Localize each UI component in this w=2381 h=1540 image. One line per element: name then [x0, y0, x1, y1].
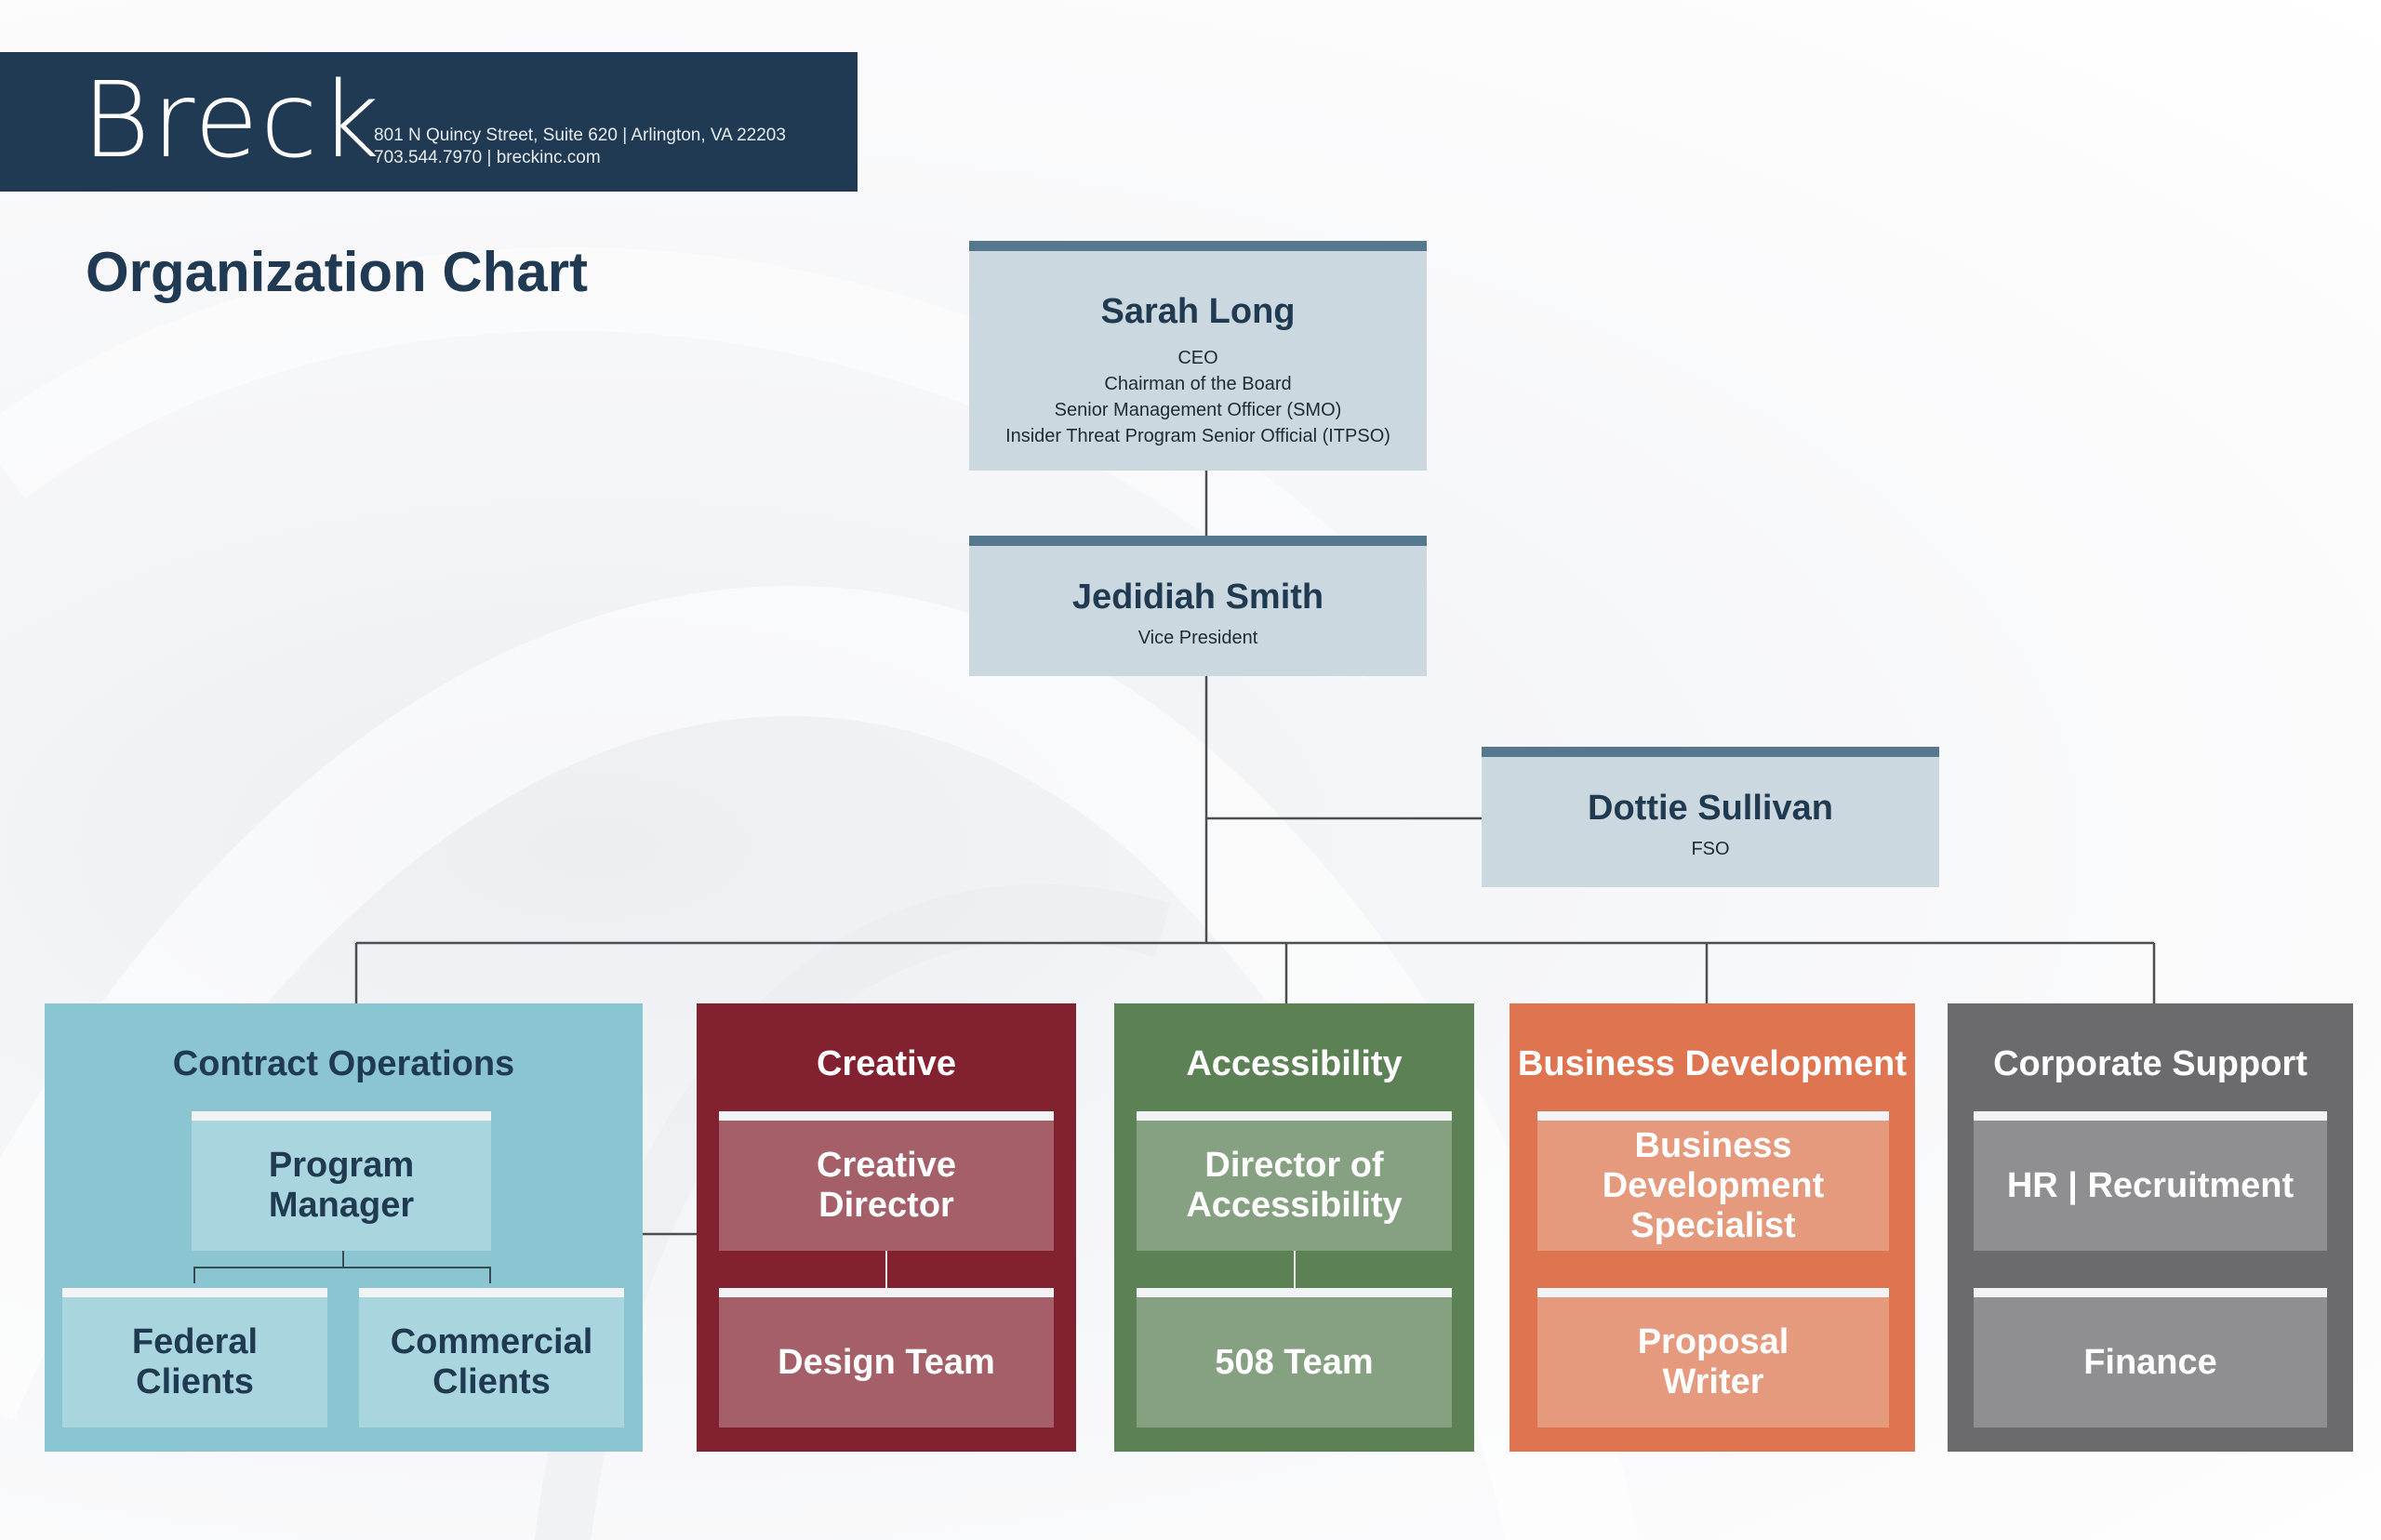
ceo-box: Sarah Long CEO Chairman of the Board Sen…: [969, 241, 1427, 471]
dept-corporate-support: Corporate Support HR | Recruitment Finan…: [1948, 1003, 2353, 1452]
phone-website-line: 703.544.7970 | breckinc.com: [374, 148, 601, 167]
address-line: 801 N Quincy Street, Suite 620 | Arlingt…: [374, 126, 786, 145]
card-text: Manager: [268, 1186, 415, 1225]
card-text: Program: [268, 1146, 415, 1185]
breck-logo: Breck: [82, 60, 382, 181]
commercial-clients-card: Commercial Clients: [359, 1288, 624, 1427]
card-text: 508 Team: [1215, 1342, 1374, 1382]
card-text: Finance: [2083, 1342, 2217, 1382]
connector: [193, 1267, 491, 1268]
hr-recruitment-card: HR | Recruitment: [1974, 1111, 2327, 1251]
dept-title: Accessibility: [1186, 1044, 1403, 1083]
connector: [193, 1267, 195, 1283]
card-text: Writer: [1662, 1362, 1764, 1401]
card-text: Specialist: [1630, 1205, 1796, 1245]
vp-role: Vice President: [1137, 628, 1258, 648]
dept-creative: Creative Creative Director Design Team: [697, 1003, 1076, 1452]
508-team-card: 508 Team: [1137, 1288, 1452, 1427]
dept-title: Business Development: [1517, 1044, 1908, 1083]
card-text: Design Team: [778, 1342, 995, 1382]
page-title: Organization Chart: [86, 241, 589, 303]
connector: [342, 1251, 344, 1268]
finance-card: Finance: [1974, 1288, 2327, 1427]
dept-business-development: Business Development Business Developmen…: [1510, 1003, 1915, 1452]
federal-clients-card: Federal Clients: [62, 1288, 327, 1427]
connector: [1294, 1251, 1296, 1288]
fso-name: Dottie Sullivan: [1588, 789, 1833, 828]
fso-box: Dottie Sullivan FSO: [1482, 747, 1939, 887]
vp-box: Jedidiah Smith Vice President: [969, 536, 1427, 676]
card-text: Business: [1634, 1125, 1792, 1165]
ceo-role: Insider Threat Program Senior Official (…: [1005, 426, 1390, 446]
dept-accessibility: Accessibility Director of Accessibility …: [1114, 1003, 1474, 1452]
fso-role: FSO: [1691, 839, 1730, 859]
card-text: Clients: [432, 1362, 551, 1401]
card-text: Commercial: [390, 1322, 593, 1361]
director-of-accessibility-card: Director of Accessibility: [1137, 1111, 1452, 1251]
dept-title: Creative: [817, 1044, 956, 1083]
connector: [489, 1267, 491, 1283]
business-development-specialist-card: Business Development Specialist: [1537, 1111, 1889, 1251]
card-text: Proposal: [1637, 1322, 1789, 1361]
ceo-role: Senior Management Officer (SMO): [1054, 400, 1342, 420]
program-manager-card: Program Manager: [192, 1111, 491, 1251]
card-text: Director: [818, 1186, 954, 1225]
card-text: Creative: [817, 1146, 956, 1185]
header-banner: Breck 801 N Quincy Street, Suite 620 | A…: [0, 52, 858, 192]
dept-contract-operations: Contract Operations Program Manager Fede…: [45, 1003, 643, 1452]
card-text: HR | Recruitment: [2006, 1165, 2295, 1205]
contact-info: 801 N Quincy Street, Suite 620 | Arlingt…: [374, 125, 786, 169]
dept-title: Corporate Support: [1993, 1044, 2308, 1083]
ceo-name: Sarah Long: [1100, 292, 1296, 331]
creative-director-card: Creative Director: [719, 1111, 1054, 1251]
design-team-card: Design Team: [719, 1288, 1054, 1427]
connector: [885, 1251, 887, 1288]
card-text: Accessibility: [1186, 1186, 1403, 1225]
card-text: Director of: [1204, 1146, 1384, 1185]
proposal-writer-card: Proposal Writer: [1537, 1288, 1889, 1427]
ceo-role: Chairman of the Board: [1104, 374, 1292, 394]
dept-title: Contract Operations: [172, 1044, 515, 1083]
vp-name: Jedidiah Smith: [1071, 578, 1324, 617]
card-text: Clients: [136, 1362, 254, 1401]
card-text: Federal: [131, 1322, 259, 1361]
card-text: Development: [1602, 1165, 1825, 1205]
ceo-role: CEO: [1177, 348, 1218, 368]
